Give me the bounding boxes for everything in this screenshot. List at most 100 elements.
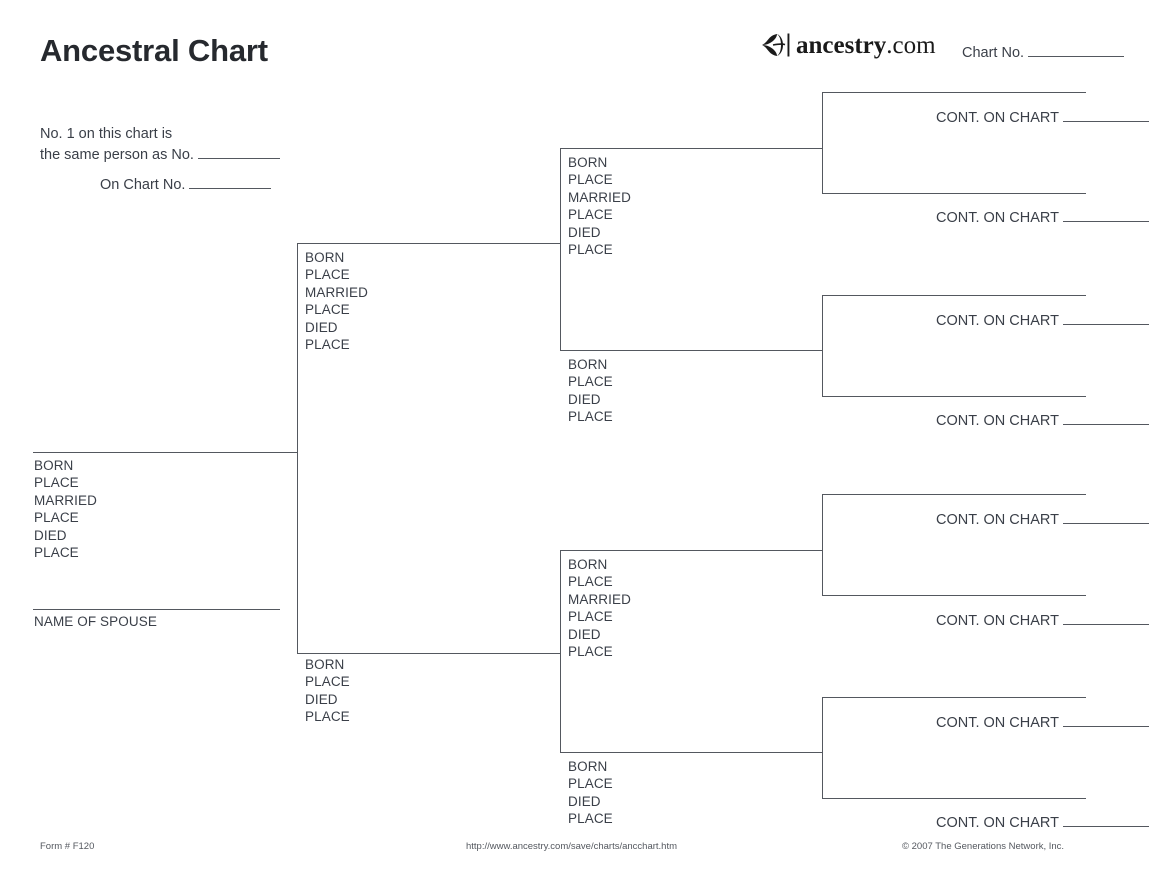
gen2-mother-field-place2: PLACE bbox=[305, 709, 350, 725]
ancestry-leaf-icon bbox=[762, 33, 790, 57]
gen2-mother-field-place1: PLACE bbox=[305, 674, 350, 690]
gen4-gp6-cont-on-chart[interactable]: CONT. ON CHART bbox=[936, 612, 1149, 629]
gen4-gp7-name-line[interactable] bbox=[822, 697, 1086, 698]
ancestry-wordmark: ancestry.com bbox=[796, 33, 936, 58]
gen3-maternal-grandfather-name-line[interactable] bbox=[560, 550, 822, 551]
gen3-pgm-field-died: DIED bbox=[568, 391, 601, 407]
gen4-gp1-cont-on-chart[interactable]: CONT. ON CHART bbox=[936, 109, 1149, 126]
gen4-gp4-cont-label: CONT. ON CHART bbox=[936, 412, 1059, 429]
gen4-gp6-name-line[interactable] bbox=[822, 595, 1086, 596]
gen4-gp6-cont-blank[interactable] bbox=[1062, 612, 1149, 625]
gen3-mgm-to-gen4-connector bbox=[822, 697, 823, 798]
brand-tld: .com bbox=[886, 31, 936, 59]
gen1-name-line[interactable] bbox=[33, 452, 297, 453]
gen3-paternal-grandfather-fields: BORN PLACE MARRIED PLACE DIED PLACE bbox=[568, 154, 631, 258]
gen4-gp8-cont-label: CONT. ON CHART bbox=[936, 814, 1059, 831]
gen3-maternal-grandfather-fields: BORN PLACE MARRIED PLACE DIED PLACE bbox=[568, 556, 631, 660]
gen2-father-field-died: DIED bbox=[305, 319, 338, 335]
gen4-gp4-cont-on-chart[interactable]: CONT. ON CHART bbox=[936, 412, 1149, 429]
gen4-gp1-cont-blank[interactable] bbox=[1062, 109, 1149, 122]
gen2-mother-name-line[interactable] bbox=[297, 653, 560, 654]
chart-no-blank[interactable] bbox=[1028, 44, 1125, 57]
gen4-gp5-cont-label: CONT. ON CHART bbox=[936, 511, 1059, 528]
gen3-mgf-field-married: MARRIED bbox=[568, 591, 631, 607]
gen4-gp3-cont-on-chart[interactable]: CONT. ON CHART bbox=[936, 312, 1149, 329]
gen2-father-fields: BORN PLACE MARRIED PLACE DIED PLACE bbox=[305, 249, 368, 353]
gen4-gp7-cont-on-chart[interactable]: CONT. ON CHART bbox=[936, 714, 1149, 731]
gen4-gp3-cont-label: CONT. ON CHART bbox=[936, 312, 1059, 329]
gen4-gp7-cont-label: CONT. ON CHART bbox=[936, 714, 1059, 731]
gen1-fields: BORN PLACE MARRIED PLACE DIED PLACE bbox=[34, 457, 97, 561]
gen3-mgf-field-place1: PLACE bbox=[568, 574, 613, 590]
gen4-gp5-cont-blank[interactable] bbox=[1062, 511, 1149, 524]
gen3-pgm-to-gen4-connector bbox=[822, 295, 823, 396]
gen3-pgm-field-place1: PLACE bbox=[568, 374, 613, 390]
note-line-3: On Chart No. bbox=[100, 176, 272, 193]
gen4-gp4-cont-blank[interactable] bbox=[1062, 412, 1149, 425]
gen3-pgf-field-died: DIED bbox=[568, 224, 601, 240]
gen3-paternal-grandfather-name-line[interactable] bbox=[560, 148, 822, 149]
gen3-paternal-grandmother-fields: BORN PLACE DIED PLACE bbox=[568, 356, 613, 426]
gen1-field-place2: PLACE bbox=[34, 510, 79, 526]
gen3-pgm-field-place2: PLACE bbox=[568, 409, 613, 425]
gen4-gp6-cont-label: CONT. ON CHART bbox=[936, 612, 1059, 629]
gen3-pgf-field-married: MARRIED bbox=[568, 189, 631, 205]
gen2-father-field-place3: PLACE bbox=[305, 336, 350, 352]
gen3-maternal-grandmother-fields: BORN PLACE DIED PLACE bbox=[568, 758, 613, 828]
gen4-gp2-name-line[interactable] bbox=[822, 193, 1086, 194]
gen3-mgm-field-place1: PLACE bbox=[568, 776, 613, 792]
gen4-gp1-name-line[interactable] bbox=[822, 92, 1086, 93]
gen4-gp4-name-line[interactable] bbox=[822, 396, 1086, 397]
gen4-gp3-cont-blank[interactable] bbox=[1062, 312, 1149, 325]
gen3-paternal-grandmother-name-line[interactable] bbox=[560, 350, 822, 351]
gen4-gp2-cont-on-chart[interactable]: CONT. ON CHART bbox=[936, 209, 1149, 226]
gen3-mgm-field-place2: PLACE bbox=[568, 811, 613, 827]
gen3-pgf-field-place2: PLACE bbox=[568, 207, 613, 223]
gen3-pgm-field-born: BORN bbox=[568, 357, 608, 372]
gen4-gp7-cont-blank[interactable] bbox=[1062, 714, 1149, 727]
gen3-mgf-field-born: BORN bbox=[568, 557, 608, 572]
chart-no-label: Chart No. bbox=[962, 44, 1025, 61]
gen4-gp8-cont-blank[interactable] bbox=[1062, 814, 1149, 827]
gen4-gp5-name-line[interactable] bbox=[822, 494, 1086, 495]
note-line-3-text: On Chart No. bbox=[100, 176, 186, 193]
gen3-pgf-field-born: BORN bbox=[568, 155, 608, 170]
gen4-gp8-name-line[interactable] bbox=[822, 798, 1086, 799]
gen4-gp5-cont-on-chart[interactable]: CONT. ON CHART bbox=[936, 511, 1149, 528]
on-chart-no-blank[interactable] bbox=[189, 176, 272, 189]
gen2-father-field-place2: PLACE bbox=[305, 302, 350, 318]
gen4-gp2-cont-blank[interactable] bbox=[1062, 209, 1149, 222]
gen3-mgf-field-place3: PLACE bbox=[568, 643, 613, 659]
gen1-field-married: MARRIED bbox=[34, 492, 97, 508]
gen2-mother-field-died: DIED bbox=[305, 691, 338, 707]
same-person-no-blank[interactable] bbox=[197, 146, 280, 159]
gen1-spouse-line[interactable] bbox=[33, 609, 280, 610]
gen2-father-to-gen3-connector bbox=[560, 148, 561, 350]
gen4-gp1-cont-label: CONT. ON CHART bbox=[936, 109, 1059, 126]
gen3-maternal-grandmother-name-line[interactable] bbox=[560, 752, 822, 753]
gen2-mother-fields: BORN PLACE DIED PLACE bbox=[305, 656, 350, 726]
gen2-father-name-line[interactable] bbox=[297, 243, 560, 244]
gen3-mgf-to-gen4-connector bbox=[822, 494, 823, 595]
gen1-field-born: BORN bbox=[34, 458, 74, 473]
gen3-pgf-field-place1: PLACE bbox=[568, 172, 613, 188]
gen1-spouse-label: NAME OF SPOUSE bbox=[34, 614, 157, 629]
note-line-1: No. 1 on this chart is bbox=[40, 126, 173, 142]
gen4-gp8-cont-on-chart[interactable]: CONT. ON CHART bbox=[936, 814, 1149, 831]
brand-name: ancestry bbox=[796, 31, 887, 59]
gen3-pgf-to-gen4-connector bbox=[822, 92, 823, 193]
gen3-pgf-field-place3: PLACE bbox=[568, 241, 613, 257]
gen3-mgf-field-place2: PLACE bbox=[568, 609, 613, 625]
gen2-father-field-place1: PLACE bbox=[305, 267, 350, 283]
footer-form-number: Form # F120 bbox=[40, 841, 95, 852]
ancestry-logo: ancestry.com bbox=[760, 31, 936, 59]
gen4-gp3-name-line[interactable] bbox=[822, 295, 1086, 296]
gen1-field-place1: PLACE bbox=[34, 475, 79, 491]
note-line-2-text: the same person as No. bbox=[40, 146, 194, 163]
gen1-to-gen2-connector bbox=[297, 243, 298, 653]
page-title: Ancestral Chart bbox=[40, 33, 268, 68]
chart-no-field[interactable]: Chart No. bbox=[962, 44, 1125, 61]
note-line-2: the same person as No. bbox=[40, 146, 280, 162]
gen2-mother-to-gen3-connector bbox=[560, 550, 561, 752]
